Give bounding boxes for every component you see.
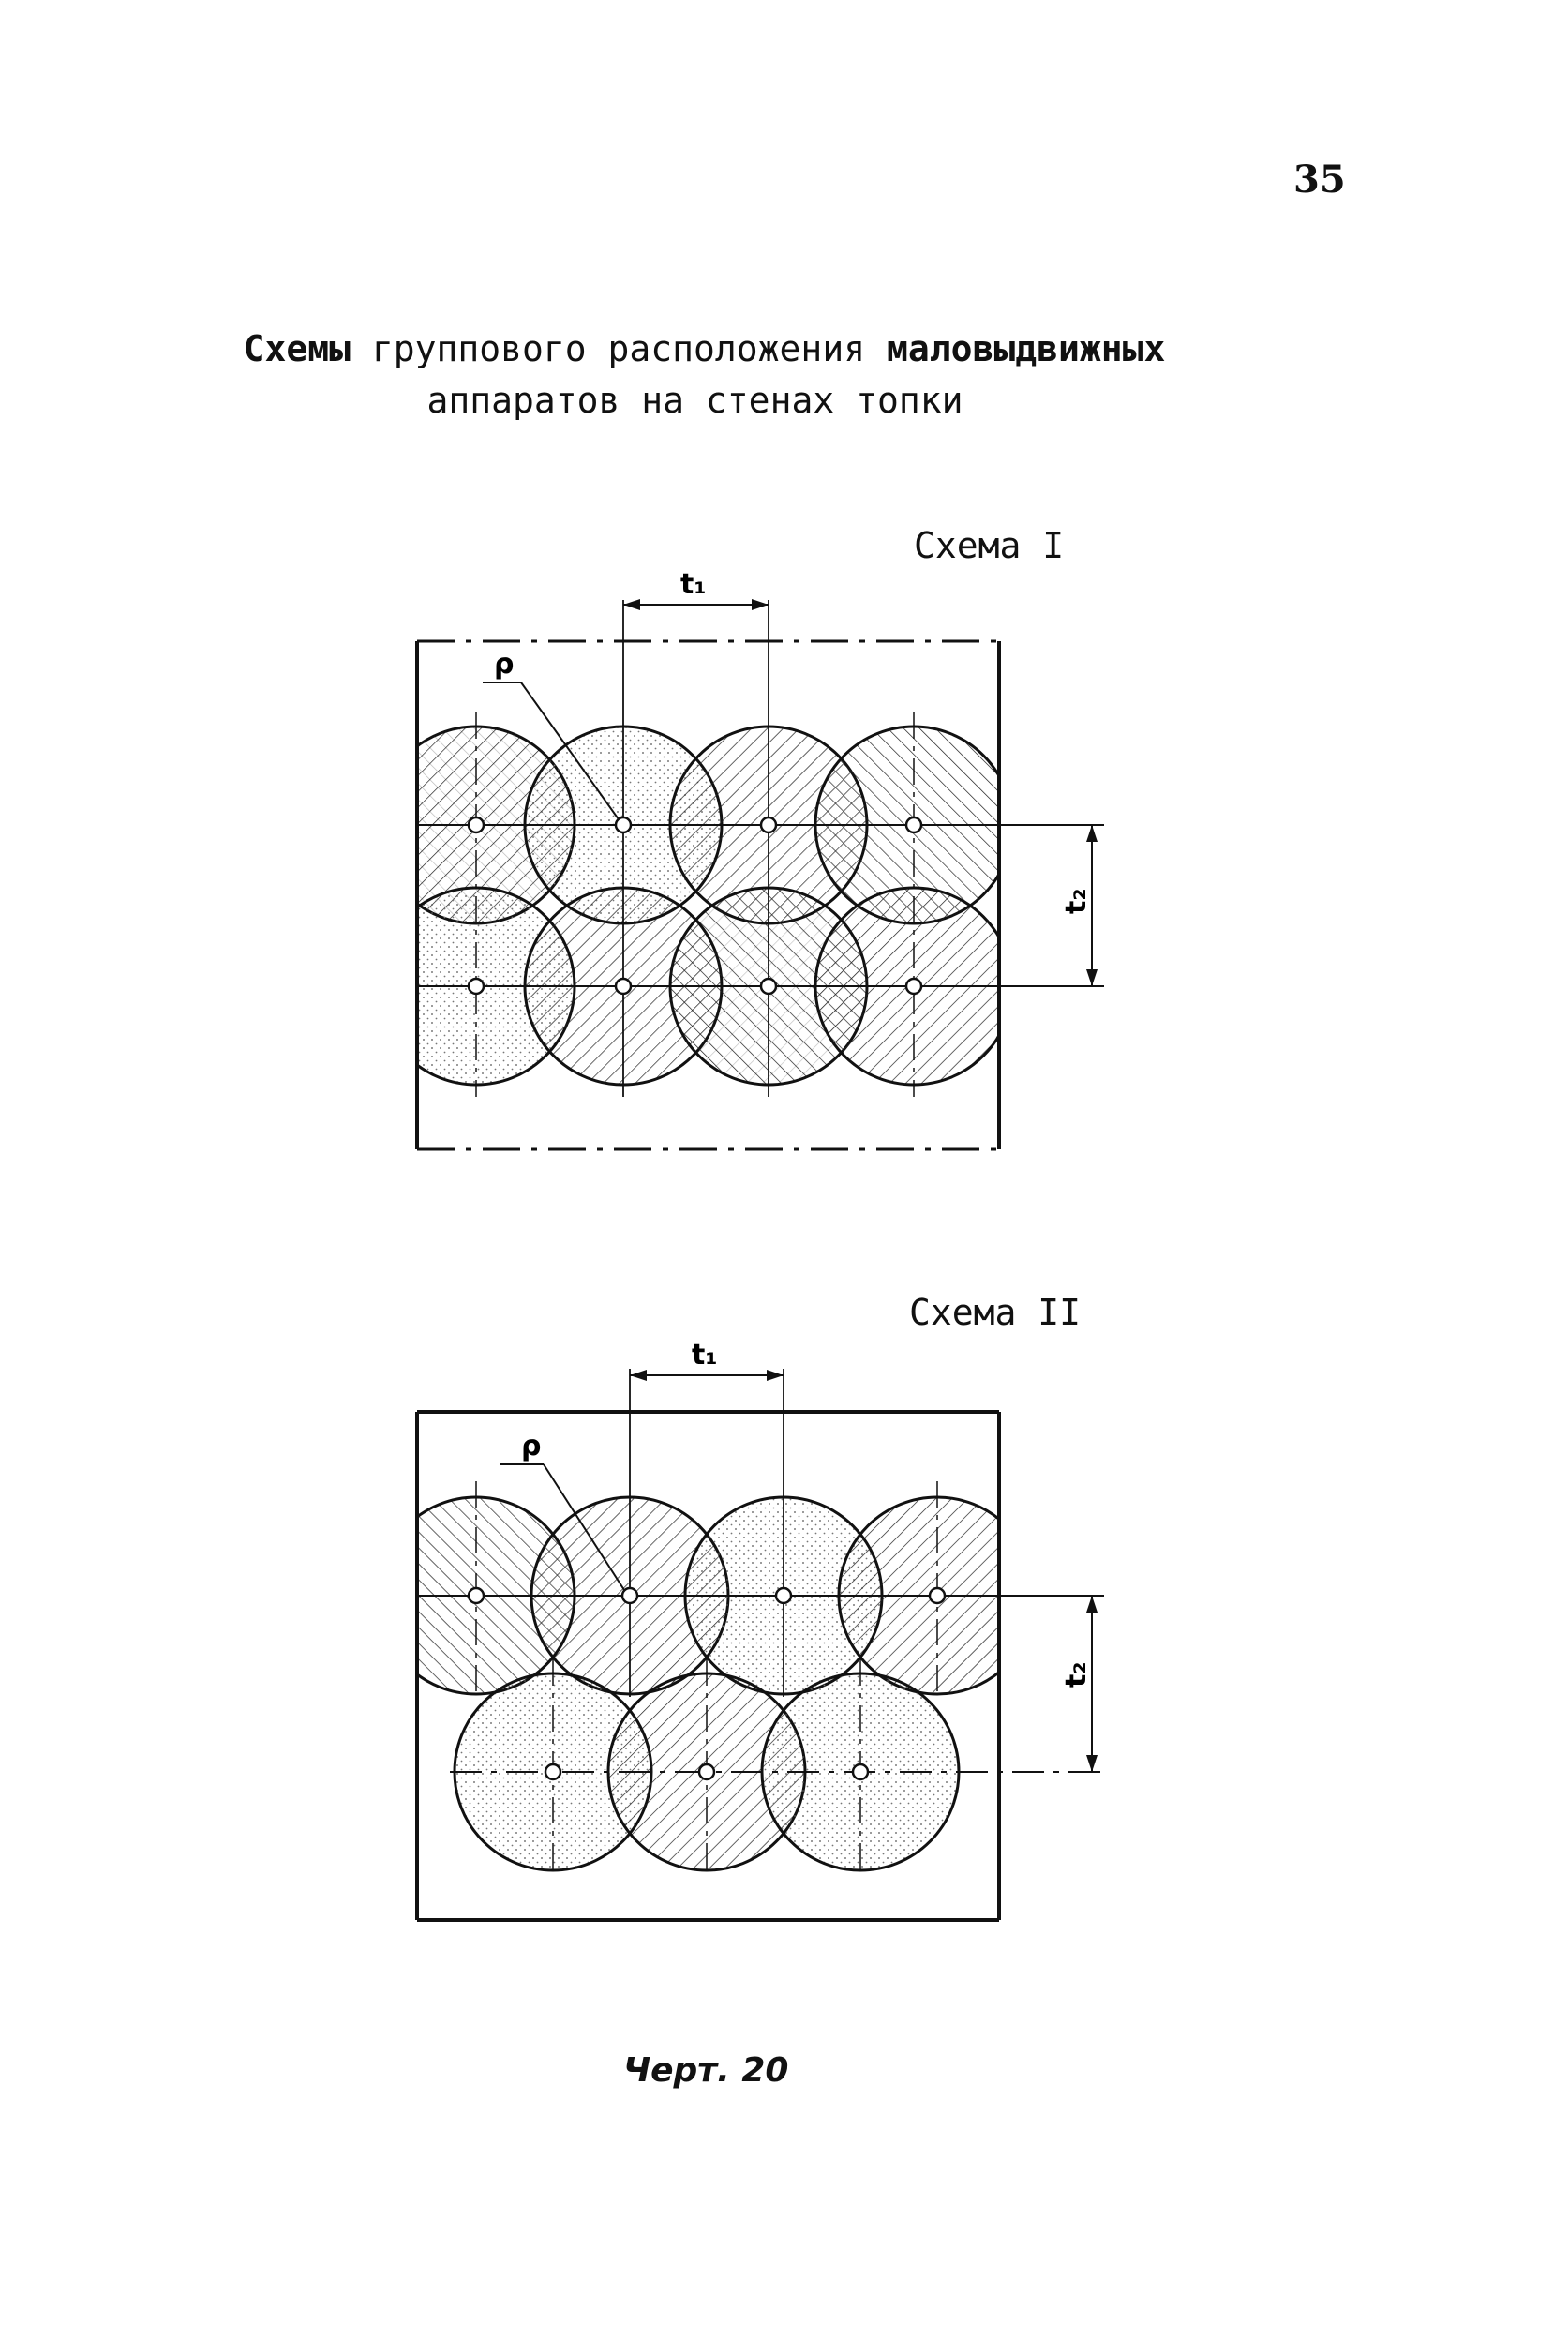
scheme-1: t₁ t₂ ρ [415, 568, 1104, 1151]
figure-caption: Черт. 20 [623, 2051, 789, 2090]
scheme-1-label: Схема I [914, 525, 1065, 566]
scheme-2-t2-label: t₂ [1060, 1662, 1093, 1688]
title-word-last: маловыдвижных [886, 328, 1166, 369]
scheme-1-t2-label: t₂ [1060, 889, 1093, 914]
title-words-mid: группового расположения [351, 328, 887, 369]
scheme-2-label: Схема II [909, 1292, 1082, 1333]
scheme-1-rho-label: ρ [494, 648, 514, 681]
title-line-2: аппаратов на стенах топки [426, 380, 963, 422]
title-word-1: Схемы [243, 328, 351, 369]
scheme-2-t1-label: t₁ [692, 1339, 717, 1372]
title-line-1: Схемы группового расположения маловыдвиж… [0, 323, 1568, 375]
scheme-1-t1-label: t₁ [680, 568, 706, 601]
page-number: 35 [1293, 158, 1346, 202]
scheme-2: t₁ t₂ ρ [415, 1339, 1104, 1922]
scheme-2-rho-label: ρ [521, 1430, 541, 1462]
page-title: Схемы группового расположения маловыдвиж… [0, 323, 1568, 427]
